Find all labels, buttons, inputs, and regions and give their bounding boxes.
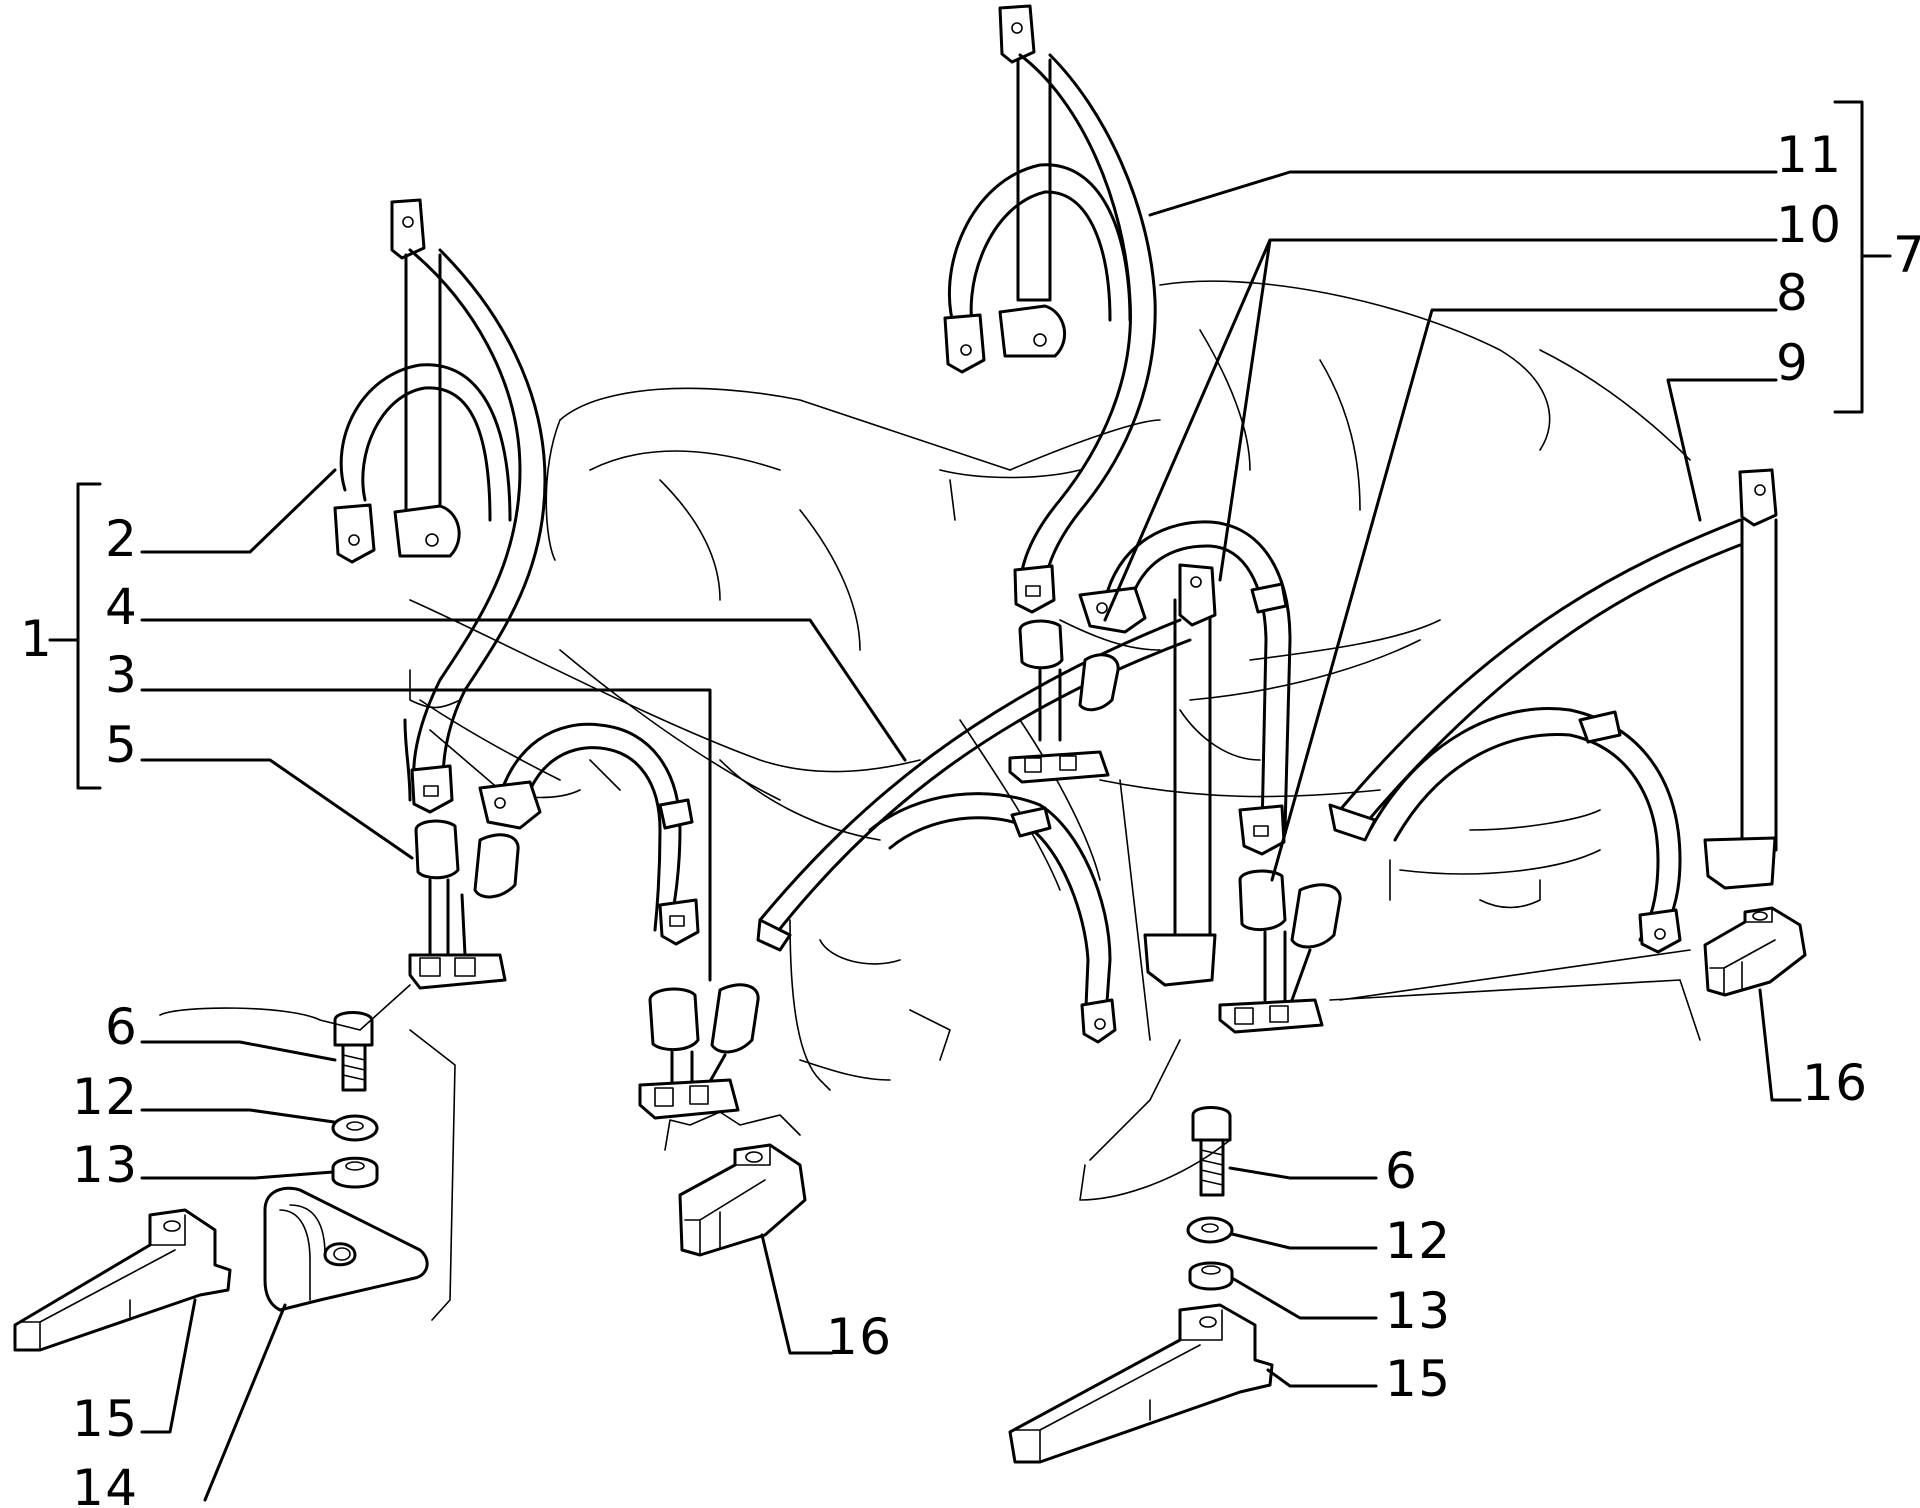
lock-washer-left (331, 1114, 379, 1142)
spacer-block-right (1703, 906, 1807, 997)
right-belt-assembly (943, 4, 1778, 1034)
callout-15-right: 15 (1385, 1350, 1450, 1408)
callout-14: 14 (72, 1459, 137, 1508)
callout-9: 9 (1776, 334, 1808, 392)
spacer-block-center (678, 1143, 807, 1257)
flat-washer-left (331, 1156, 379, 1189)
callout-15-left: 15 (72, 1390, 137, 1448)
lock-washer-right (1186, 1216, 1234, 1244)
callout-1: 1 (20, 610, 52, 668)
callout-16-center: 16 (826, 1308, 891, 1366)
callout-7: 7 (1893, 226, 1920, 284)
center-lap-belt (756, 618, 1192, 1044)
anchor-bracket (263, 1186, 429, 1312)
callout-13-left: 13 (72, 1136, 137, 1194)
callout-6-left: 6 (105, 998, 137, 1056)
leader-lines (48, 100, 1892, 1502)
callout-16-right: 16 (1802, 1054, 1867, 1112)
center-buckle (638, 983, 760, 1120)
callout-12-right: 12 (1385, 1212, 1450, 1270)
left-belt-assembly (333, 198, 700, 990)
flat-washer-right (1188, 1261, 1234, 1291)
callout-4: 4 (105, 578, 137, 636)
callout-8: 8 (1776, 264, 1808, 322)
callout-labels: 1 2 3 4 5 6 6 7 8 9 10 11 12 12 13 13 14… (20, 126, 1920, 1508)
callout-6-right: 6 (1385, 1142, 1417, 1200)
callout-12-left: 12 (72, 1068, 137, 1126)
rear-bench-seat (409, 280, 1691, 1091)
callout-5: 5 (105, 716, 137, 774)
callout-2: 2 (105, 510, 137, 568)
bolt-right (1191, 1106, 1232, 1197)
callout-3: 3 (105, 646, 137, 704)
callout-13-right: 13 (1385, 1282, 1450, 1340)
callout-10: 10 (1776, 196, 1841, 254)
floor-mount-right (1008, 1303, 1274, 1464)
callout-11: 11 (1776, 126, 1841, 184)
floor-mount-left (13, 1208, 232, 1352)
